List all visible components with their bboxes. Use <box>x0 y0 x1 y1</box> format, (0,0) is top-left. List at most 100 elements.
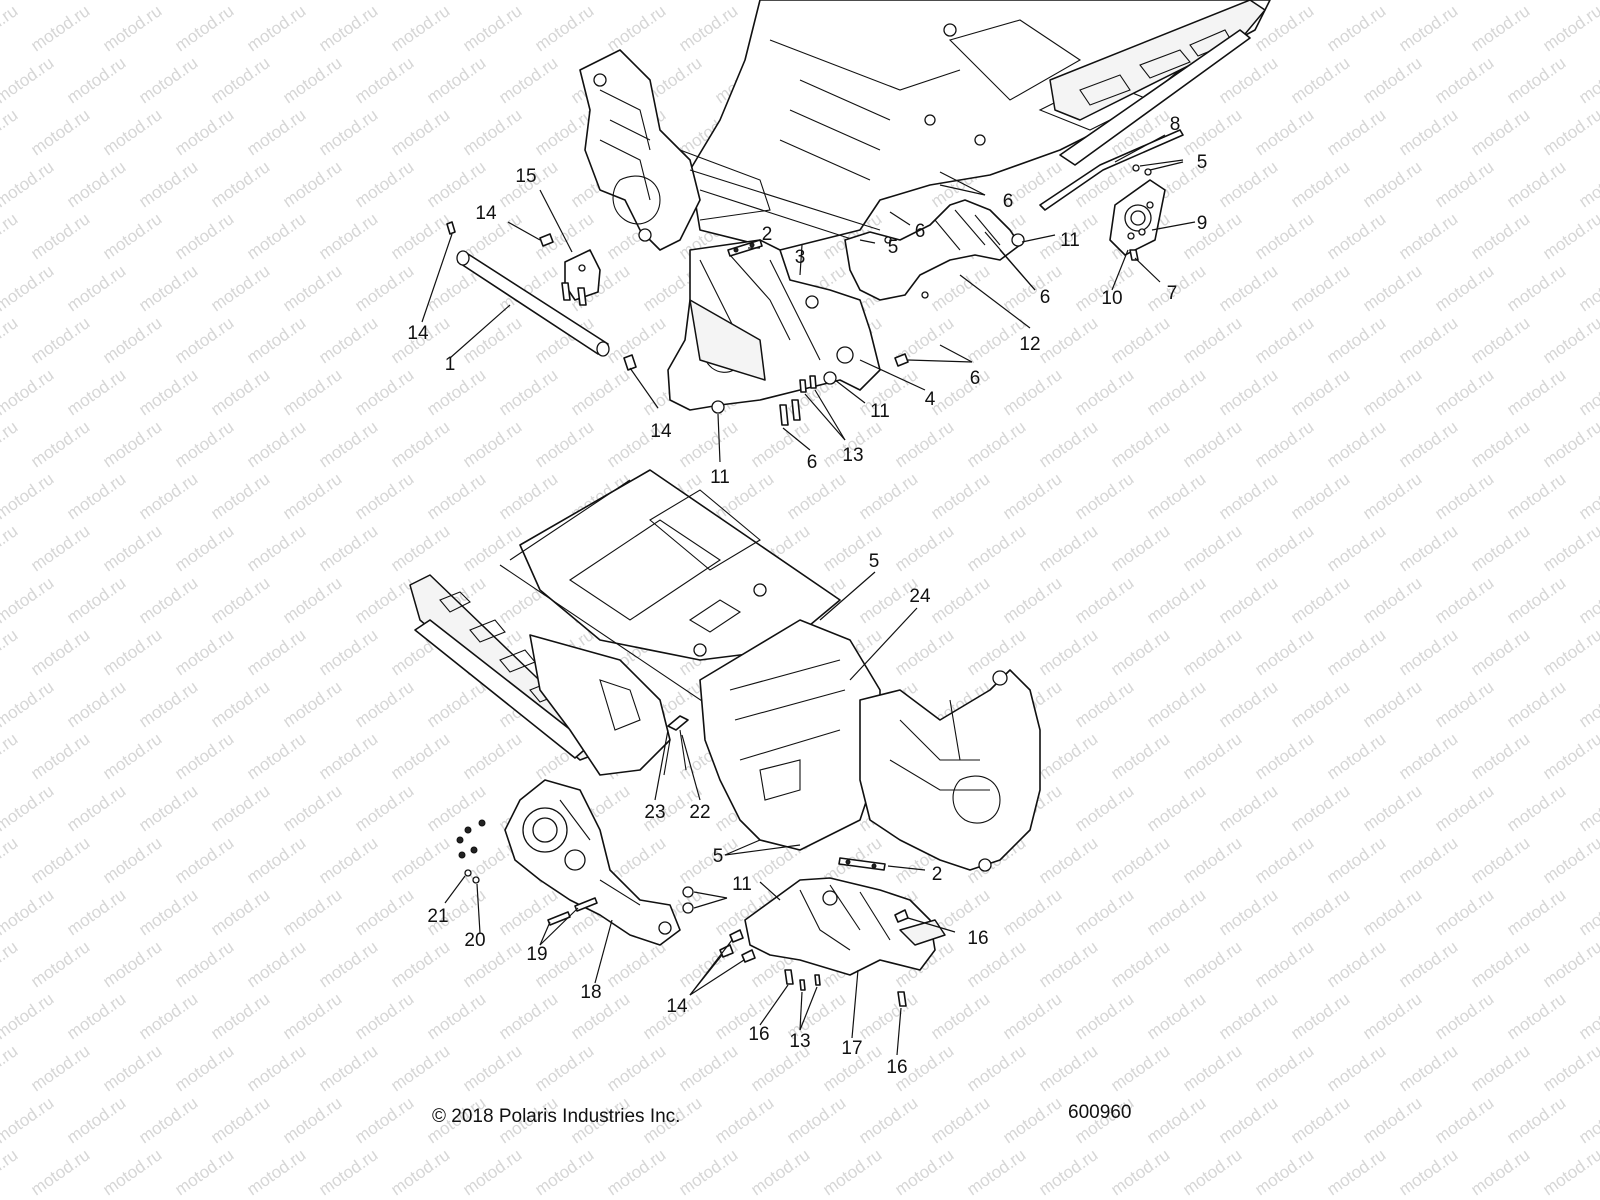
watermark-text: motod.ru <box>243 105 309 159</box>
watermark-text: motod.ru <box>927 1093 993 1147</box>
watermark-text: motod.ru <box>891 625 957 679</box>
watermark-text: motod.ru <box>999 365 1065 419</box>
watermark-text: motod.ru <box>351 781 417 835</box>
callout-labels: 8 5 9 7 10 11 6 12 6 6 5 6 4 11 13 6 11 … <box>407 114 1207 1078</box>
watermark-text: motod.ru <box>1179 1145 1245 1199</box>
watermark-text: motod.ru <box>243 1 309 55</box>
watermark-text: motod.ru <box>1395 833 1461 887</box>
watermark-text: motod.ru <box>63 53 129 107</box>
watermark-text: motod.ru <box>1143 989 1209 1043</box>
watermark-text: motod.ru <box>63 573 129 627</box>
watermark-text: motod.ru <box>1143 781 1209 835</box>
watermark-text: motod.ru <box>1287 53 1353 107</box>
watermark-text: motod.ru <box>423 469 489 523</box>
watermark-text: motod.ru <box>99 1 165 55</box>
watermark-text: motod.ru <box>27 1041 93 1095</box>
callout-1: 1 <box>445 354 456 375</box>
watermark-text: motod.ru <box>315 209 381 263</box>
watermark-text: motod.ru <box>1215 365 1281 419</box>
watermark-text: motod.ru <box>495 365 561 419</box>
watermark-text: motod.ru <box>0 1145 21 1199</box>
watermark-text: motod.ru <box>99 1145 165 1199</box>
watermark-text: motod.ru <box>1071 781 1137 835</box>
watermark-text: motod.ru <box>1431 365 1497 419</box>
watermark-text: motod.ru <box>855 1093 921 1147</box>
watermark-text: motod.ru <box>1575 261 1600 315</box>
callout-13: 13 <box>842 445 863 466</box>
watermark-text: motod.ru <box>1035 521 1101 575</box>
watermark-text: motod.ru <box>423 0 489 3</box>
watermark-text: motod.ru <box>459 521 525 575</box>
watermark-text: motod.ru <box>1107 833 1173 887</box>
watermark-text: motod.ru <box>279 573 345 627</box>
watermark-text: motod.ru <box>1539 521 1600 575</box>
watermark-text: motod.ru <box>1431 573 1497 627</box>
callout-7: 7 <box>1167 283 1178 304</box>
watermark-text: motod.ru <box>1323 1145 1389 1199</box>
watermark-text: motod.ru <box>0 53 57 107</box>
watermark-text: motod.ru <box>1467 1145 1533 1199</box>
watermark-text: motod.ru <box>243 625 309 679</box>
watermark-text: motod.ru <box>1215 989 1281 1043</box>
watermark-text: motod.ru <box>243 1041 309 1095</box>
watermark-text: motod.ru <box>855 469 921 523</box>
watermark-text: motod.ru <box>207 469 273 523</box>
watermark-text: motod.ru <box>171 209 237 263</box>
watermark-text: motod.ru <box>1323 833 1389 887</box>
watermark-text: motod.ru <box>1251 1041 1317 1095</box>
watermark-text: motod.ru <box>1143 885 1209 939</box>
watermark-text: motod.ru <box>1287 781 1353 835</box>
watermark-text: motod.ru <box>315 1145 381 1199</box>
watermark-text: motod.ru <box>1539 209 1600 263</box>
callout-5: 5 <box>869 551 880 572</box>
watermark-text: motod.ru <box>1539 833 1600 887</box>
copyright-notice: © 2018 Polaris Industries Inc. <box>432 1106 681 1127</box>
watermark-text: motod.ru <box>1287 261 1353 315</box>
watermark-text: motod.ru <box>495 53 561 107</box>
upper-chassis-frame <box>579 0 1271 251</box>
watermark-text: motod.ru <box>1503 573 1569 627</box>
watermark-text: motod.ru <box>1071 885 1137 939</box>
watermark-text: motod.ru <box>1215 1093 1281 1147</box>
watermark-text: motod.ru <box>279 469 345 523</box>
watermark-text: motod.ru <box>783 1093 849 1147</box>
watermark-text: motod.ru <box>135 573 201 627</box>
watermark-text: motod.ru <box>243 729 309 783</box>
watermark-text: motod.ru <box>1323 417 1389 471</box>
watermark-text: motod.ru <box>135 469 201 523</box>
watermark-text: motod.ru <box>63 989 129 1043</box>
watermark-text: motod.ru <box>1539 1041 1600 1095</box>
watermark-text: motod.ru <box>27 521 93 575</box>
watermark-text: motod.ru <box>567 0 633 3</box>
watermark-text: motod.ru <box>999 469 1065 523</box>
watermark-text: motod.ru <box>315 937 381 991</box>
callout-2: 2 <box>762 224 773 245</box>
watermark-text: motod.ru <box>1323 625 1389 679</box>
watermark-text: motod.ru <box>1143 365 1209 419</box>
watermark-text: motod.ru <box>387 521 453 575</box>
watermark-text: motod.ru <box>1287 677 1353 731</box>
watermark-text: motod.ru <box>387 833 453 887</box>
watermark-text: motod.ru <box>1359 365 1425 419</box>
callout-14: 14 <box>650 421 672 442</box>
watermark-text: motod.ru <box>0 1041 21 1095</box>
watermark-text: motod.ru <box>1035 313 1101 367</box>
watermark-text: motod.ru <box>207 53 273 107</box>
watermark-text: motod.ru <box>891 417 957 471</box>
watermark-text: motod.ru <box>783 469 849 523</box>
watermark-text: motod.ru <box>1467 313 1533 367</box>
watermark-text: motod.ru <box>135 781 201 835</box>
watermark-text: motod.ru <box>1539 937 1600 991</box>
watermark-text: motod.ru <box>1215 885 1281 939</box>
watermark-text: motod.ru <box>927 469 993 523</box>
watermark-text: motod.ru <box>1323 1 1389 55</box>
watermark-text: motod.ru <box>1251 937 1317 991</box>
diagram-number: 600960 <box>1068 1102 1132 1123</box>
watermark-text: motod.ru <box>1251 521 1317 575</box>
watermark-text: motod.ru <box>171 1145 237 1199</box>
watermark-text: motod.ru <box>999 1093 1065 1147</box>
watermark-text: motod.ru <box>1359 469 1425 523</box>
watermark-text: motod.ru <box>243 937 309 991</box>
watermark-text: motod.ru <box>243 1145 309 1199</box>
watermark-text: motod.ru <box>999 261 1065 315</box>
